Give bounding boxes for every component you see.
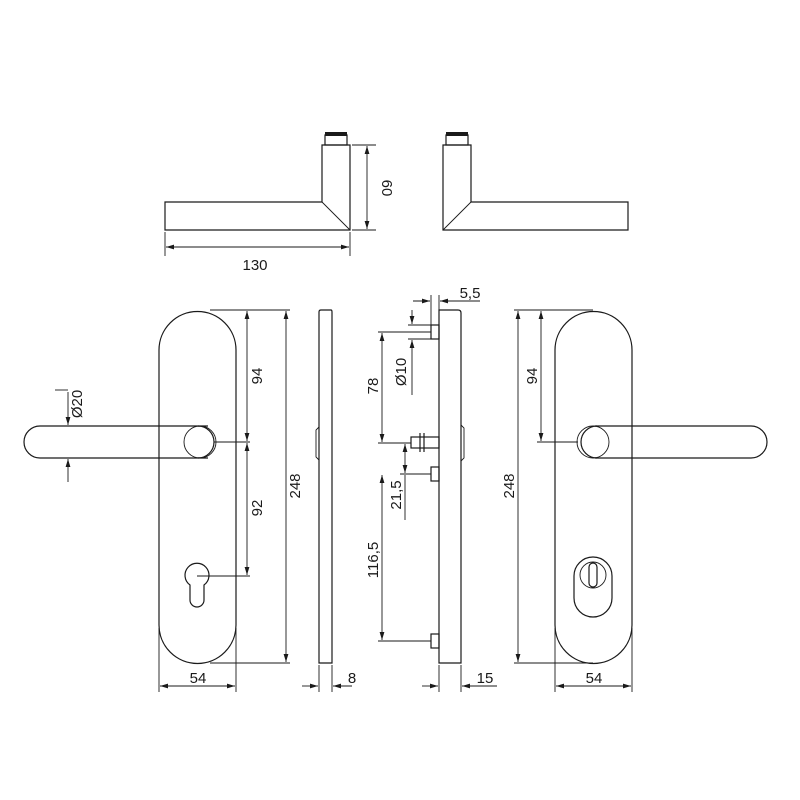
- diameter-10-dimension: Ø10: [393, 310, 431, 395]
- middle-21-5-label: 21,5: [388, 480, 405, 509]
- lever-profile-left: [164, 132, 351, 231]
- thin-8-dimension: 8: [302, 665, 356, 692]
- side-plate-thick: [410, 309, 465, 664]
- upper-78-label: 78: [365, 378, 382, 395]
- left-92-dimension: 92: [197, 443, 266, 577]
- handle-diameter-dimension: Ø20: [55, 389, 86, 482]
- lower-116-5-label: 116,5: [365, 542, 382, 578]
- offset-5-5-label: 5,5: [460, 285, 481, 302]
- thick-15-label: 15: [477, 670, 494, 687]
- left-248-label: 248: [287, 473, 304, 498]
- lever-length-label: 130: [242, 257, 267, 274]
- right-94-dimension: 94: [514, 309, 593, 443]
- thin-8-label: 8: [348, 670, 356, 687]
- left-94-label: 94: [249, 368, 266, 385]
- right-54-dimension: 54: [554, 628, 633, 692]
- side-plate-thin: [315, 309, 333, 664]
- left-248-dimension: 248: [210, 311, 304, 664]
- left-54-dimension: 54: [158, 628, 237, 692]
- offset-5-5-dimension: 5,5: [413, 285, 480, 325]
- front-plate-right: [554, 310, 768, 665]
- right-54-label: 54: [586, 670, 603, 687]
- lever-length-dimension: 130: [164, 232, 351, 274]
- diameter-10-label: Ø10: [393, 358, 410, 386]
- right-248-dimension: 248: [501, 311, 593, 664]
- handle-diameter-label: Ø20: [69, 390, 86, 418]
- right-94-label: 94: [524, 368, 541, 385]
- upper-78-dimension: 78: [365, 331, 431, 444]
- left-54-label: 54: [190, 670, 207, 687]
- lower-116-5-dimension: 116,5: [365, 475, 431, 642]
- middle-21-5-dimension: 21,5: [388, 444, 431, 520]
- front-plate-left: [23, 310, 237, 665]
- thick-15-dimension: 15: [422, 665, 497, 692]
- lever-profile-right: [442, 132, 629, 231]
- left-92-label: 92: [249, 500, 266, 517]
- right-248-label: 248: [501, 473, 518, 498]
- lever-height-label: 60: [378, 180, 395, 197]
- left-94-dimension: 94: [210, 309, 290, 443]
- lever-height-dimension: 60: [352, 144, 395, 231]
